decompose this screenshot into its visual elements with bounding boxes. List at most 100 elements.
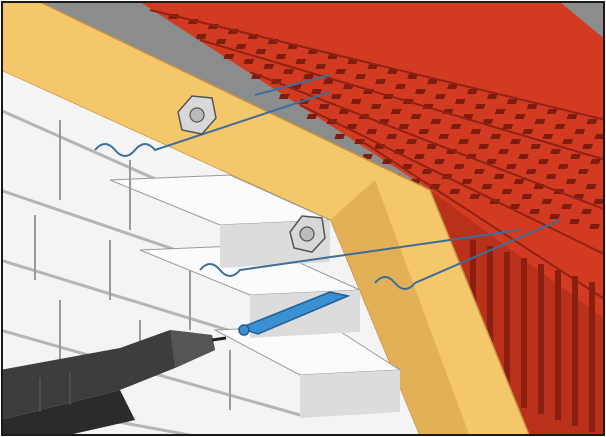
- brick-hole: [546, 109, 558, 114]
- brick-hole: [530, 144, 541, 149]
- brick-hole: [509, 204, 521, 209]
- brick-hole: [510, 139, 522, 144]
- brick-hole: [263, 64, 275, 69]
- brick-hole: [582, 144, 593, 149]
- insulation-clip-icon: [177, 95, 326, 253]
- brick-hole: [549, 214, 561, 219]
- brick-front-slot: [504, 252, 510, 402]
- brick-hole: [534, 119, 546, 124]
- brick-hole: [315, 64, 327, 69]
- brick-hole: [494, 109, 506, 114]
- brick-hole: [350, 99, 362, 104]
- brick-hole: [589, 159, 601, 164]
- brick-hole: [490, 134, 502, 139]
- brick-hole: [474, 104, 486, 109]
- brick-hole: [513, 179, 525, 184]
- brick-hole: [550, 149, 561, 154]
- brick-hole: [386, 134, 398, 139]
- brick-hole: [430, 119, 442, 124]
- brick-hole: [562, 139, 574, 144]
- plug-icon: [237, 291, 351, 336]
- brick-hole: [526, 104, 538, 109]
- brick-hole: [375, 79, 386, 84]
- drill-icon: [2, 330, 227, 435]
- brick-hole: [561, 204, 573, 209]
- brick-hole: [545, 174, 557, 179]
- brick-hole: [593, 199, 604, 204]
- brick-front-slot: [589, 282, 595, 432]
- brick-hole: [501, 189, 513, 194]
- brick-hole: [398, 124, 410, 129]
- brick-hole: [542, 134, 554, 139]
- brick-hole: [414, 89, 426, 94]
- brick-hole: [421, 169, 433, 174]
- wall-tie-icon: [94, 74, 561, 290]
- brick-hole: [407, 74, 418, 79]
- brick-hole: [569, 219, 580, 224]
- brick-hole: [275, 54, 287, 59]
- brick-hole: [223, 54, 235, 59]
- brick-hole: [366, 129, 378, 134]
- brick-hole: [355, 74, 366, 79]
- brick-hole: [426, 144, 437, 149]
- brick-hole: [506, 99, 518, 104]
- brick-hole: [458, 139, 470, 144]
- brick-hole: [570, 154, 581, 159]
- brick-hole: [522, 129, 534, 134]
- brick-hole: [410, 114, 422, 119]
- brick-hole: [215, 39, 227, 44]
- brick-hole: [450, 124, 462, 129]
- brick-hole: [498, 149, 509, 154]
- brick-hole: [449, 189, 461, 194]
- brick-hole: [493, 174, 505, 179]
- brick-hole: [330, 94, 342, 99]
- brick-hole: [335, 69, 347, 74]
- brick-hole: [594, 134, 604, 139]
- brick-hole: [537, 159, 549, 164]
- brick-hole: [438, 134, 450, 139]
- brick-hole: [586, 119, 598, 124]
- brick-hole: [478, 144, 489, 149]
- brick-hole: [346, 124, 358, 129]
- brick-hole: [306, 114, 318, 119]
- brick-hole: [387, 69, 399, 74]
- brick-hole: [470, 129, 482, 134]
- brick-hole: [303, 74, 314, 79]
- brick-hole: [434, 94, 446, 99]
- brick-front-slot: [538, 264, 544, 414]
- brick-hole: [505, 164, 517, 169]
- brick-hole: [390, 109, 402, 114]
- brick-front-slot: [555, 270, 561, 420]
- facing-brick-wall: [2, 70, 420, 435]
- brick-hole: [581, 209, 593, 214]
- brick-hole: [514, 114, 526, 119]
- brick-hole: [414, 154, 425, 159]
- brick-hole: [453, 164, 465, 169]
- brick-hole: [486, 94, 498, 99]
- brick-hole: [529, 209, 541, 214]
- brick-hole: [354, 139, 366, 144]
- brick-hole: [482, 119, 494, 124]
- brick-hole: [401, 164, 413, 169]
- brick-hole: [473, 169, 485, 174]
- brick-hole: [461, 179, 473, 184]
- brick-hole: [318, 104, 330, 109]
- brick-hole: [541, 199, 553, 204]
- brick-hole: [454, 99, 466, 104]
- brick-hole: [577, 169, 589, 174]
- brick-hole: [589, 224, 600, 229]
- brick-hole: [418, 129, 430, 134]
- brick-hole: [295, 59, 307, 64]
- brick-hole: [485, 159, 497, 164]
- brick-hole: [554, 124, 566, 129]
- brick-hole: [502, 124, 514, 129]
- brick-hole: [310, 89, 322, 94]
- brick-hole: [406, 139, 418, 144]
- brick-front-slot: [521, 258, 527, 408]
- brick-hole: [235, 44, 247, 49]
- brick-hole: [370, 104, 382, 109]
- brick-hole: [334, 134, 346, 139]
- brick-hole: [521, 194, 533, 199]
